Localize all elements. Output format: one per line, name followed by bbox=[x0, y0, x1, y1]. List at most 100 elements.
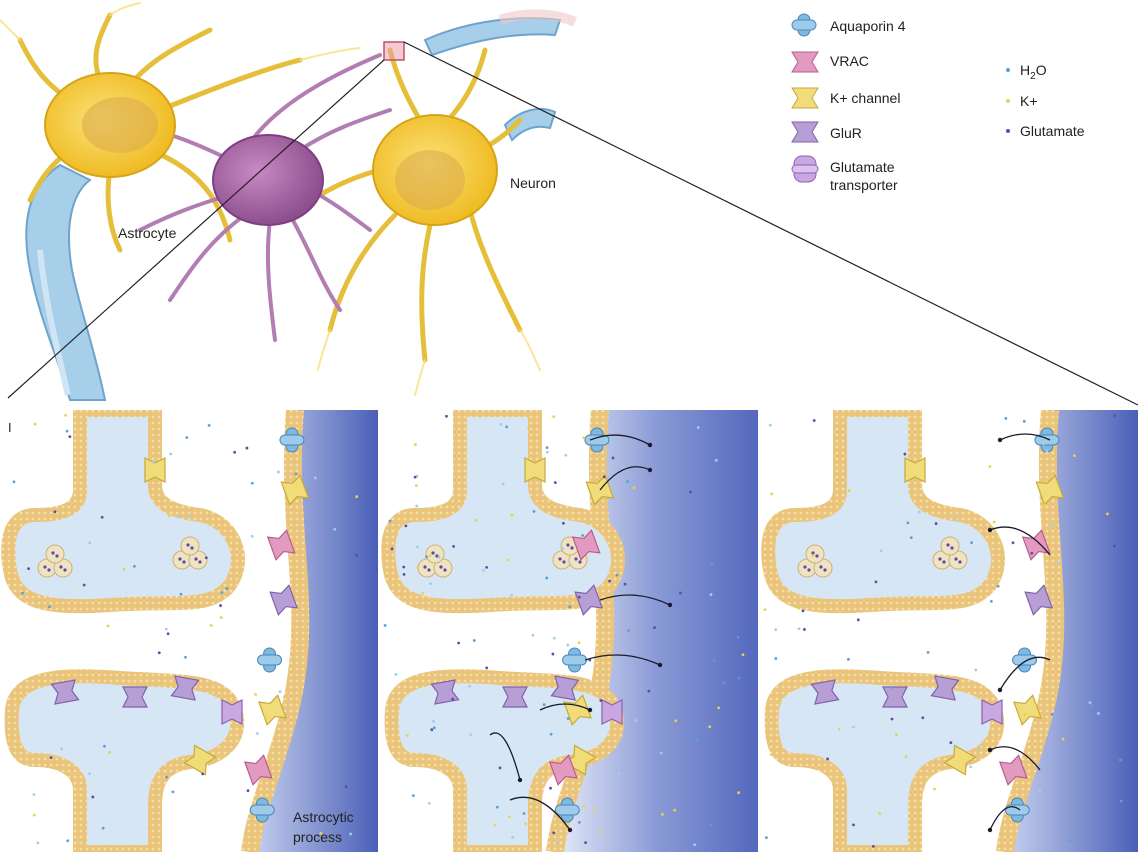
particle bbox=[990, 600, 993, 603]
particle bbox=[510, 594, 513, 597]
particle bbox=[549, 787, 552, 790]
particle bbox=[582, 436, 585, 439]
particle bbox=[438, 556, 441, 559]
particle bbox=[416, 566, 419, 569]
particle bbox=[414, 476, 417, 479]
particle bbox=[927, 651, 930, 654]
particle bbox=[414, 443, 417, 446]
particle bbox=[633, 486, 636, 489]
particle bbox=[545, 577, 548, 580]
particle bbox=[421, 592, 424, 595]
particle bbox=[608, 580, 611, 583]
particle bbox=[101, 516, 104, 519]
particle bbox=[593, 808, 596, 811]
particle bbox=[219, 604, 222, 607]
particle bbox=[561, 547, 564, 550]
particle bbox=[102, 827, 105, 830]
particle bbox=[277, 471, 280, 474]
particle bbox=[64, 414, 67, 417]
particle bbox=[106, 625, 109, 628]
particle bbox=[1004, 417, 1007, 420]
legend-label-vrac: VRAC bbox=[830, 53, 869, 69]
particle bbox=[578, 641, 581, 644]
particle bbox=[283, 696, 286, 699]
particle bbox=[1043, 504, 1046, 507]
particle bbox=[553, 637, 556, 640]
particle bbox=[581, 534, 584, 537]
vessel-top-right bbox=[425, 18, 560, 55]
particle bbox=[653, 626, 656, 629]
particle bbox=[764, 608, 767, 611]
particle bbox=[251, 482, 254, 485]
particle bbox=[333, 528, 336, 531]
astrocyte-right-nucleus bbox=[395, 150, 465, 210]
particle bbox=[774, 657, 777, 660]
particle bbox=[852, 823, 855, 826]
particle bbox=[600, 830, 603, 833]
particle bbox=[485, 566, 488, 569]
particle bbox=[713, 659, 716, 662]
particle bbox=[7, 740, 10, 743]
particle bbox=[184, 656, 187, 659]
particle bbox=[798, 627, 801, 630]
astrocytic-process-label-1: Astrocytic bbox=[293, 809, 354, 825]
particle bbox=[68, 435, 71, 438]
particle bbox=[54, 510, 57, 513]
synapse-panel bbox=[0, 410, 378, 852]
particle bbox=[27, 567, 30, 570]
particle bbox=[578, 821, 581, 824]
particle bbox=[88, 541, 91, 544]
particle bbox=[688, 735, 691, 738]
particle bbox=[505, 425, 508, 428]
particle bbox=[527, 427, 530, 430]
particle bbox=[770, 753, 773, 756]
particle bbox=[551, 653, 554, 656]
particle bbox=[415, 505, 418, 508]
particle bbox=[599, 699, 602, 702]
particle bbox=[826, 757, 829, 760]
particle bbox=[737, 677, 740, 680]
particle bbox=[617, 772, 620, 775]
particle bbox=[673, 809, 676, 812]
particle bbox=[221, 591, 224, 594]
particle bbox=[905, 755, 908, 758]
astrocyte-left-nucleus bbox=[82, 97, 158, 153]
particle bbox=[1038, 789, 1041, 792]
particle bbox=[123, 568, 126, 571]
particle bbox=[742, 653, 745, 656]
particle bbox=[895, 733, 898, 736]
particle bbox=[935, 522, 938, 525]
particle bbox=[177, 516, 180, 519]
particle bbox=[225, 587, 228, 590]
particle bbox=[46, 519, 49, 522]
particle bbox=[661, 813, 664, 816]
particle bbox=[770, 493, 773, 496]
particle bbox=[604, 584, 607, 587]
k-dot-icon bbox=[1006, 99, 1010, 103]
particle bbox=[769, 424, 772, 427]
particle bbox=[208, 424, 211, 427]
particle bbox=[955, 517, 958, 520]
particle bbox=[564, 454, 567, 457]
particle bbox=[247, 789, 250, 792]
particle bbox=[394, 673, 397, 676]
particle bbox=[429, 554, 432, 557]
particle bbox=[1051, 524, 1054, 527]
particle bbox=[1042, 442, 1045, 445]
particle bbox=[233, 451, 236, 454]
particle bbox=[910, 536, 913, 539]
particle bbox=[50, 756, 53, 759]
neuron-body bbox=[213, 135, 323, 225]
particle bbox=[715, 459, 718, 462]
particle bbox=[384, 624, 387, 627]
particle bbox=[485, 666, 488, 669]
particle bbox=[433, 726, 436, 729]
particle bbox=[626, 480, 629, 483]
particle bbox=[737, 636, 740, 639]
particle bbox=[1089, 701, 1092, 704]
particle bbox=[133, 565, 136, 568]
particle bbox=[847, 658, 850, 661]
particle bbox=[48, 606, 51, 609]
particle bbox=[647, 690, 650, 693]
